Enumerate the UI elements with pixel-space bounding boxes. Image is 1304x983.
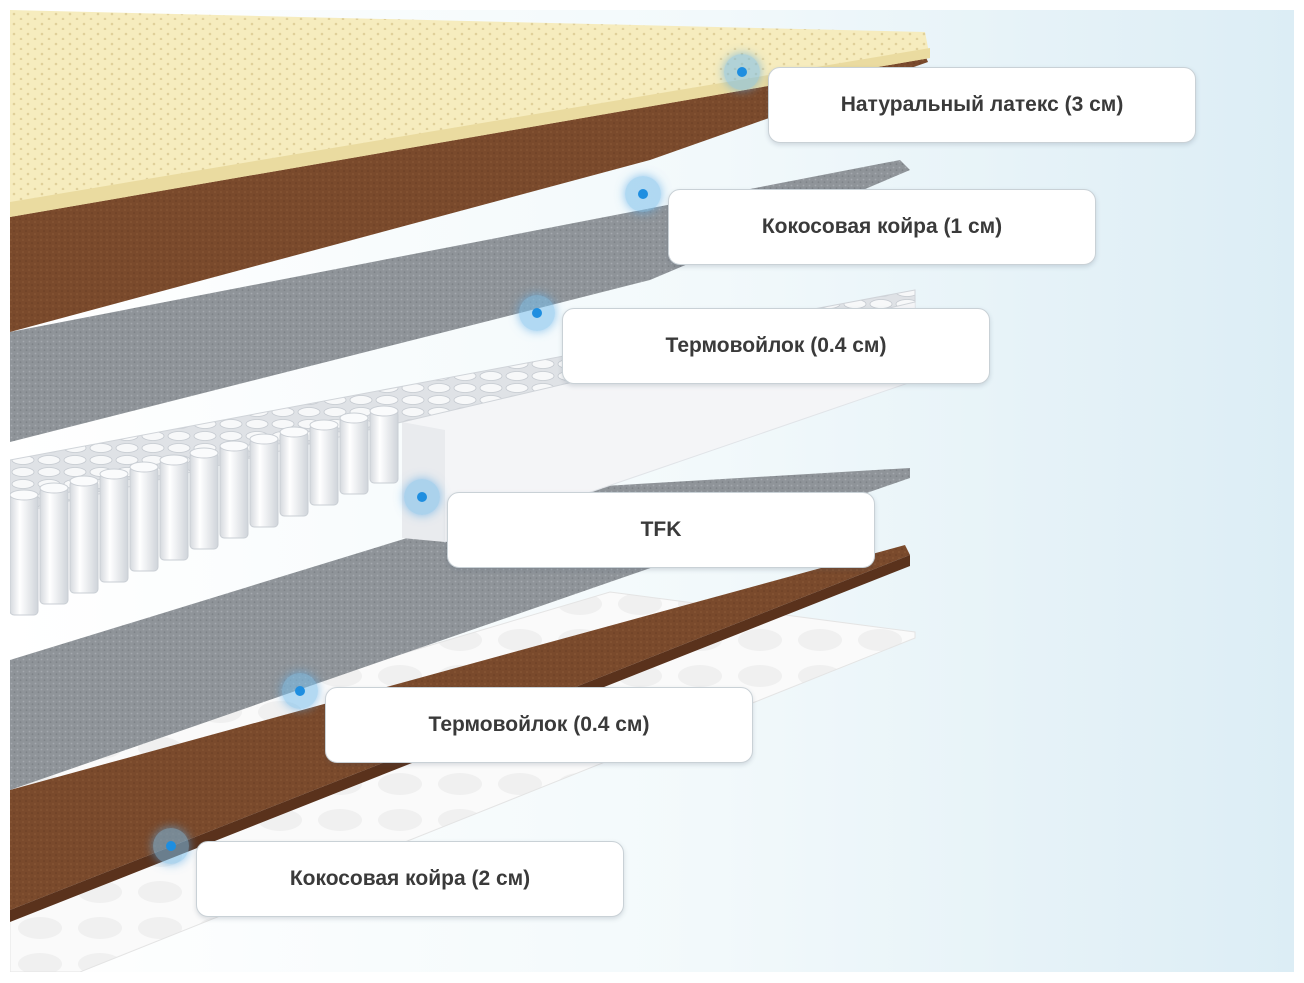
spring-coil-top — [129, 461, 159, 473]
spring-coil-top — [219, 440, 249, 452]
coir-bottom-label: Кокосовая койра (2 см) — [196, 841, 624, 917]
spring-coil — [10, 494, 39, 616]
spring-coil — [39, 487, 69, 605]
spring-coil-top — [249, 433, 279, 445]
spring-coil — [369, 410, 399, 484]
mattress-scene — [10, 10, 1294, 972]
spring-coil-top — [189, 447, 219, 459]
felt-bottom-marker-icon — [282, 673, 318, 709]
latex-layer — [10, 10, 930, 217]
coir-top-marker-icon — [625, 176, 661, 212]
spring-coil-top — [369, 405, 399, 417]
coir-top-label: Кокосовая койра (1 см) — [668, 189, 1096, 265]
spring-coil-top — [339, 412, 369, 424]
spring-coil-top — [99, 468, 129, 480]
felt-top-label: Термовойлок (0.4 см) — [562, 308, 990, 384]
spring-coil — [309, 424, 339, 506]
spring-coil — [249, 438, 279, 528]
spring-coil — [69, 480, 99, 594]
spring-coil-top — [279, 426, 309, 438]
spring-coil-top — [39, 482, 69, 494]
latex-label: Натуральный латекс (3 см) — [768, 67, 1196, 143]
latex-marker-icon — [724, 54, 760, 90]
coir-bottom-marker-icon — [153, 828, 189, 864]
spring-coil-top — [69, 475, 99, 487]
upper-coir-layer — [10, 55, 928, 332]
tfk-marker-icon — [404, 479, 440, 515]
felt-bottom-label: Термовойлок (0.4 см) — [325, 687, 753, 763]
spring-coil-top — [309, 419, 339, 431]
felt-top-marker-icon — [519, 295, 555, 331]
spring-coil — [219, 445, 249, 539]
spring-coil — [159, 459, 189, 561]
spring-coil — [339, 417, 369, 495]
mattress-layers-illustration: Натуральный латекс (3 см) Кокосовая койр… — [10, 10, 1294, 972]
spring-coil-top — [10, 489, 39, 501]
spring-coil — [279, 431, 309, 517]
spring-coil — [129, 466, 159, 572]
tfk-label: TFK — [447, 492, 875, 568]
spring-coil-top — [159, 454, 189, 466]
spring-coil — [189, 452, 219, 550]
spring-coil — [99, 473, 129, 583]
